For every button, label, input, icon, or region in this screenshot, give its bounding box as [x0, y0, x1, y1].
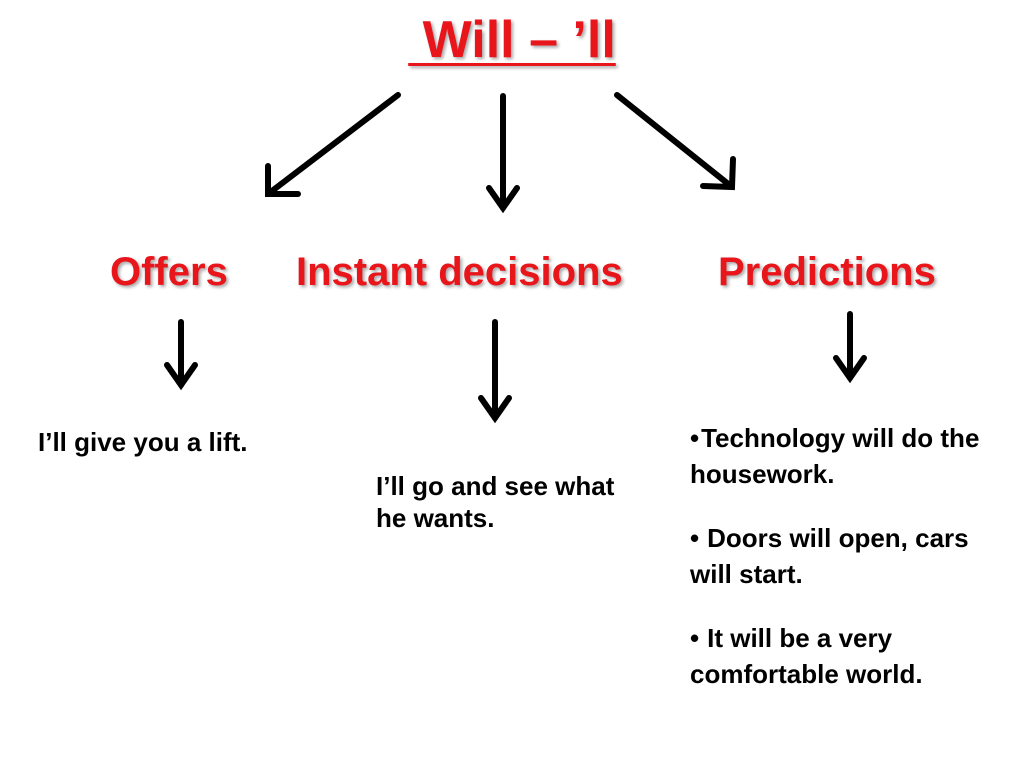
category-instant-decisions: Instant decisions	[296, 250, 623, 294]
category-predictions: Predictions	[718, 250, 936, 294]
prediction-text: It will be a very comfortable world.	[690, 623, 923, 689]
arrow-instant-to-example	[478, 319, 512, 424]
list-item: •It will be a very comfortable world.	[690, 620, 1010, 692]
bullet-icon: •	[690, 423, 700, 453]
prediction-text: Doors will open, cars will start.	[690, 523, 969, 589]
example-offers: I’ll give you a lift.	[38, 427, 248, 457]
prediction-text: Technology will do the housework.	[690, 423, 980, 489]
arrow-title-to-offers	[265, 92, 401, 197]
bullet-icon: •	[690, 523, 700, 553]
arrow-offers-to-example	[164, 319, 198, 391]
bullet-icon: •	[690, 623, 700, 653]
arrow-predictions-to-example	[833, 311, 867, 384]
list-item: •Doors will open, cars will start.	[690, 520, 1010, 592]
predictions-list: •Technology will do the housework. •Door…	[690, 420, 1010, 720]
arrow-title-to-instant	[486, 93, 520, 214]
slide-title: Will – ’ll	[408, 11, 616, 69]
category-offers: Offers	[110, 250, 228, 294]
arrow-title-to-predictions	[614, 92, 736, 191]
example-instant-decisions: I’ll go and see what he wants.	[376, 471, 615, 533]
list-item: •Technology will do the housework.	[690, 420, 1010, 492]
